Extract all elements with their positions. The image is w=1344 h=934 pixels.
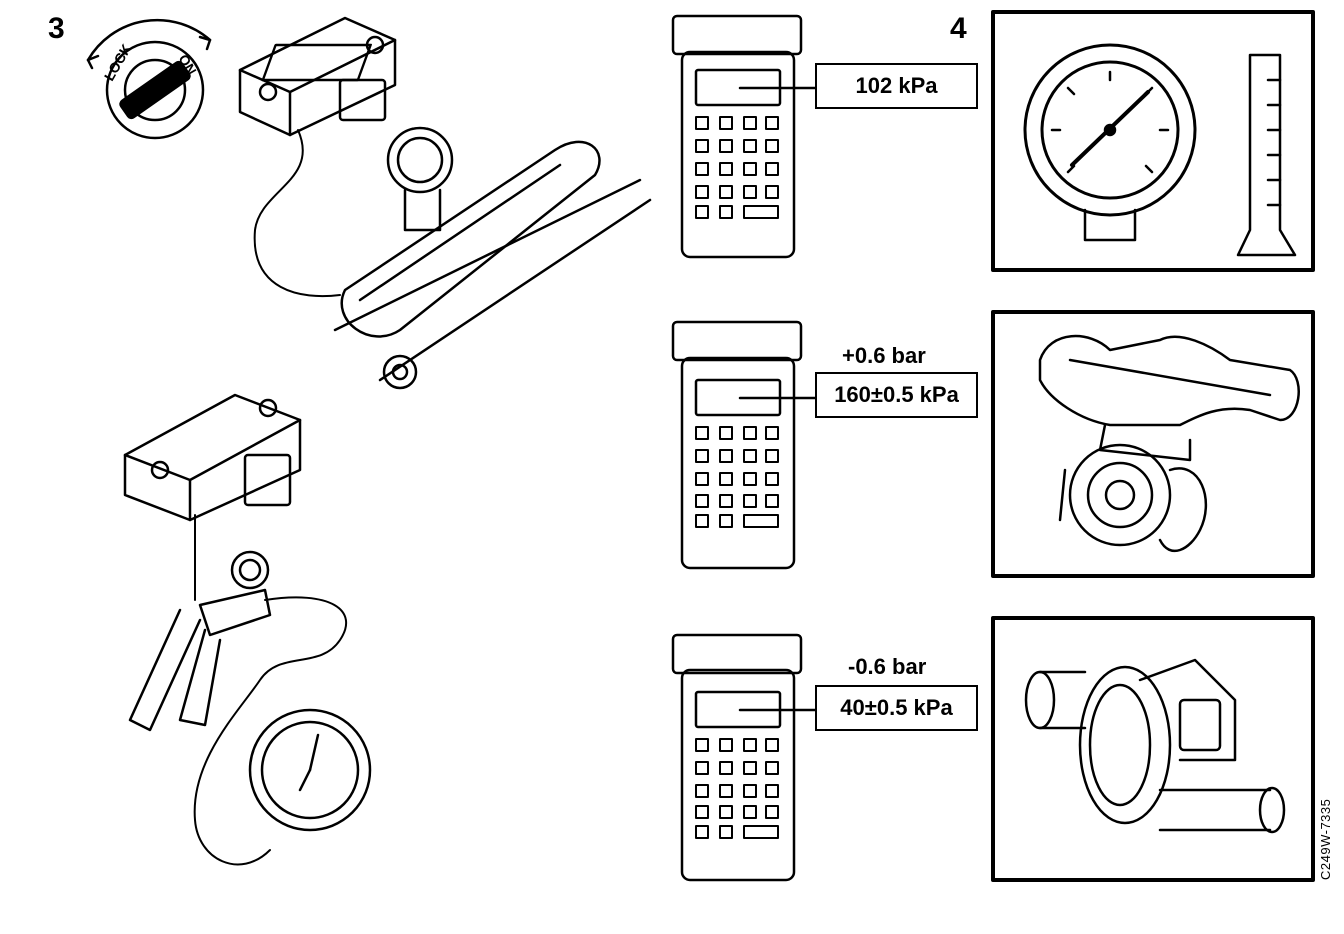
- panel-valve-frame: [991, 616, 1315, 882]
- vacuum-hose-upper: [253, 129, 341, 298]
- readout-2-offset-label: +0.6 bar: [842, 343, 926, 368]
- step-4-label: 4: [950, 12, 967, 45]
- panel-barometer-frame: [991, 10, 1315, 272]
- panel-turbo-frame: [991, 310, 1315, 578]
- readout-3-offset-label: -0.6 bar: [848, 654, 927, 679]
- barometer-icon: [1023, 43, 1197, 242]
- intake-manifold-icon: [333, 126, 652, 390]
- ignition-lock-label: LOCK: [101, 41, 135, 83]
- vacuum-gauge-icon: [248, 708, 372, 832]
- hand-vacuum-pump-icon: [128, 550, 272, 732]
- solenoid-valve-icon: [1024, 658, 1286, 834]
- thermometer-icon: [1236, 53, 1297, 257]
- step-3-label: 3: [48, 12, 65, 45]
- pump-hose: [193, 596, 347, 866]
- turbocharger-icon: [1038, 334, 1300, 552]
- map-sensor-lower-icon: [123, 393, 302, 522]
- readout-2-value: 160±0.5 kPa: [834, 382, 959, 407]
- ignition-switch-icon: LOCK ON: [86, 18, 212, 140]
- readout-2-box: 160±0.5 kPa: [815, 372, 978, 418]
- diagnostic-tester-1-icon: [671, 14, 820, 259]
- readout-1-value: 102 kPa: [855, 73, 938, 98]
- figure-code-label: C249W-7335: [1318, 798, 1333, 880]
- readout-3-value: 40±0.5 kPa: [840, 695, 953, 720]
- diagnostic-tester-3-icon: [671, 633, 820, 882]
- readout-1-box: 102 kPa: [815, 63, 978, 109]
- map-sensor-upper-icon: [238, 16, 397, 137]
- readout-3-box: 40±0.5 kPa: [815, 685, 978, 731]
- diagnostic-tester-2-icon: [671, 320, 820, 570]
